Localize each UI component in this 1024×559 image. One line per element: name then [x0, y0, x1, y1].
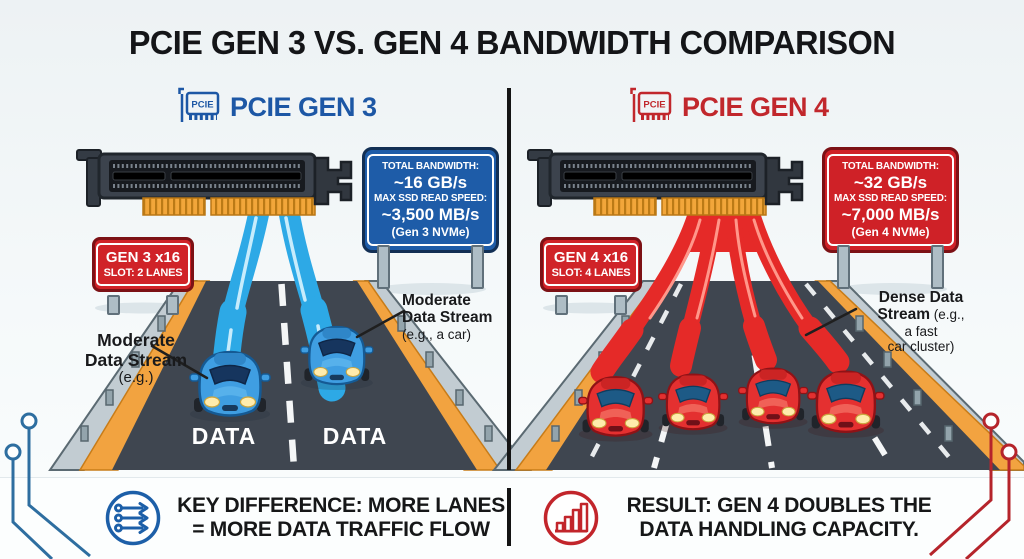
- sign-board: GEN 3 x16 SLOT: 2 LANES: [92, 237, 194, 292]
- gen3-spec-sign: TOTAL BANDWIDTH: ~16 GB/s MAX SSD READ S…: [362, 147, 499, 289]
- sign-line: ~7,000 MB/s: [841, 204, 940, 224]
- gen3-header: PCIE PCIE GEN 3: [176, 86, 377, 128]
- page-title: PCIE GEN 3 VS. GEN 4 BANDWIDTH COMPARISO…: [128, 24, 896, 61]
- sign-line: ~32 GB/s: [853, 172, 928, 192]
- circuit-trace-blue: [4, 412, 91, 559]
- footer-divider: [507, 488, 511, 546]
- sign-post: [166, 295, 179, 315]
- footer-band: [0, 478, 1024, 559]
- sign-line: TOTAL BANDWIDTH:: [382, 161, 479, 172]
- result-text: RESULT: GEN 4 DOUBLES THE DATA HANDLING …: [626, 494, 932, 541]
- gen3-moderate-stream-callout: Moderate Data Stream (e.g.): [52, 330, 220, 387]
- sign-post: [471, 245, 484, 289]
- chip-label: PCIE: [191, 100, 213, 111]
- callout-line: (e.g., a car): [402, 326, 472, 342]
- callout-line: Data Stream: [84, 349, 188, 370]
- gen4-header: PCIE PCIE GEN 4: [628, 86, 829, 128]
- gen3-header-label: PCIE GEN 3: [230, 91, 377, 122]
- key-difference-text: KEY DIFFERENCE: MORE LANES = MORE DATA T…: [177, 494, 505, 541]
- gen4-data-streams: [590, 203, 850, 384]
- callout-line: a fast: [904, 323, 938, 339]
- bar-chart-icon: [543, 490, 599, 546]
- sign-post: [837, 245, 850, 289]
- gen4-pcie-slot: [526, 148, 804, 217]
- callout-line: Stream (e.g.,: [877, 306, 965, 324]
- sign-post: [555, 295, 568, 315]
- sign-line: (Gen 3 NVMe): [391, 224, 470, 239]
- sign-board: GEN 4 x16 SLOT: 4 LANES: [540, 237, 642, 292]
- gen3-slot-sign: GEN 3 x16 SLOT: 2 LANES: [92, 237, 194, 315]
- callout-line: car cluster): [887, 338, 955, 354]
- sign-post: [377, 245, 390, 289]
- sign-line: MAX SSD READ SPEED:: [374, 192, 487, 204]
- sign-line: SLOT: 4 LANES: [551, 266, 631, 279]
- key-difference-block: KEY DIFFERENCE: MORE LANES = MORE DATA T…: [104, 489, 506, 547]
- callout-pointer-lines: [150, 307, 858, 380]
- callout-line: (e.g.): [118, 369, 154, 387]
- circuit-trace-red: [928, 412, 1018, 559]
- sign-line: (Gen 4 NVMe): [851, 224, 930, 239]
- sign-line: MAX SSD READ SPEED:: [834, 192, 947, 204]
- panel-divider: [507, 88, 511, 470]
- sign-line: GEN 3 x16: [105, 249, 181, 266]
- pcie-card-icon: PCIE: [178, 87, 220, 122]
- sign-line: ~16 GB/s: [393, 172, 468, 192]
- sign-line: GEN 4 x16: [553, 249, 629, 266]
- sign-post: [107, 295, 120, 315]
- result-block: RESULT: GEN 4 DOUBLES THE DATA HANDLING …: [542, 489, 944, 547]
- sign-line: SLOT: 2 LANES: [103, 266, 183, 279]
- sign-post: [614, 295, 627, 315]
- guardrail-posts: [80, 315, 493, 442]
- callout-line: Data Stream: [402, 309, 493, 327]
- lane-label-data: DATA: [191, 423, 257, 449]
- sign-line: ~3,500 MB/s: [381, 204, 480, 224]
- callout-line: Dense Data: [878, 289, 964, 306]
- gen4-slot-sign: GEN 4 x16 SLOT: 4 LANES: [540, 237, 642, 315]
- gen3-road: [48, 280, 533, 471]
- sign-post: [931, 245, 944, 289]
- gen4-header-label: PCIE GEN 4: [682, 91, 829, 122]
- pcie-card-icon: PCIE: [630, 87, 672, 122]
- gen4-spec-sign: TOTAL BANDWIDTH: ~32 GB/s MAX SSD READ S…: [822, 147, 959, 289]
- lanes-arrows-icon: [105, 490, 161, 546]
- sign-board: TOTAL BANDWIDTH: ~32 GB/s MAX SSD READ S…: [822, 147, 959, 253]
- gen4-dense-stream-callout: Dense Data Stream (e.g., a fast car clus…: [848, 289, 994, 354]
- callout-line: Moderate: [402, 292, 471, 309]
- gen3-pcie-slot: [75, 148, 353, 217]
- callout-line: Moderate: [97, 330, 175, 350]
- chip-label: PCIE: [643, 100, 665, 111]
- lane-label-data: DATA: [322, 423, 388, 449]
- sign-line: TOTAL BANDWIDTH:: [842, 161, 939, 172]
- gen3-car-stream-callout: Moderate Data Stream (e.g., a car): [402, 292, 514, 342]
- sign-board: TOTAL BANDWIDTH: ~16 GB/s MAX SSD READ S…: [362, 147, 499, 253]
